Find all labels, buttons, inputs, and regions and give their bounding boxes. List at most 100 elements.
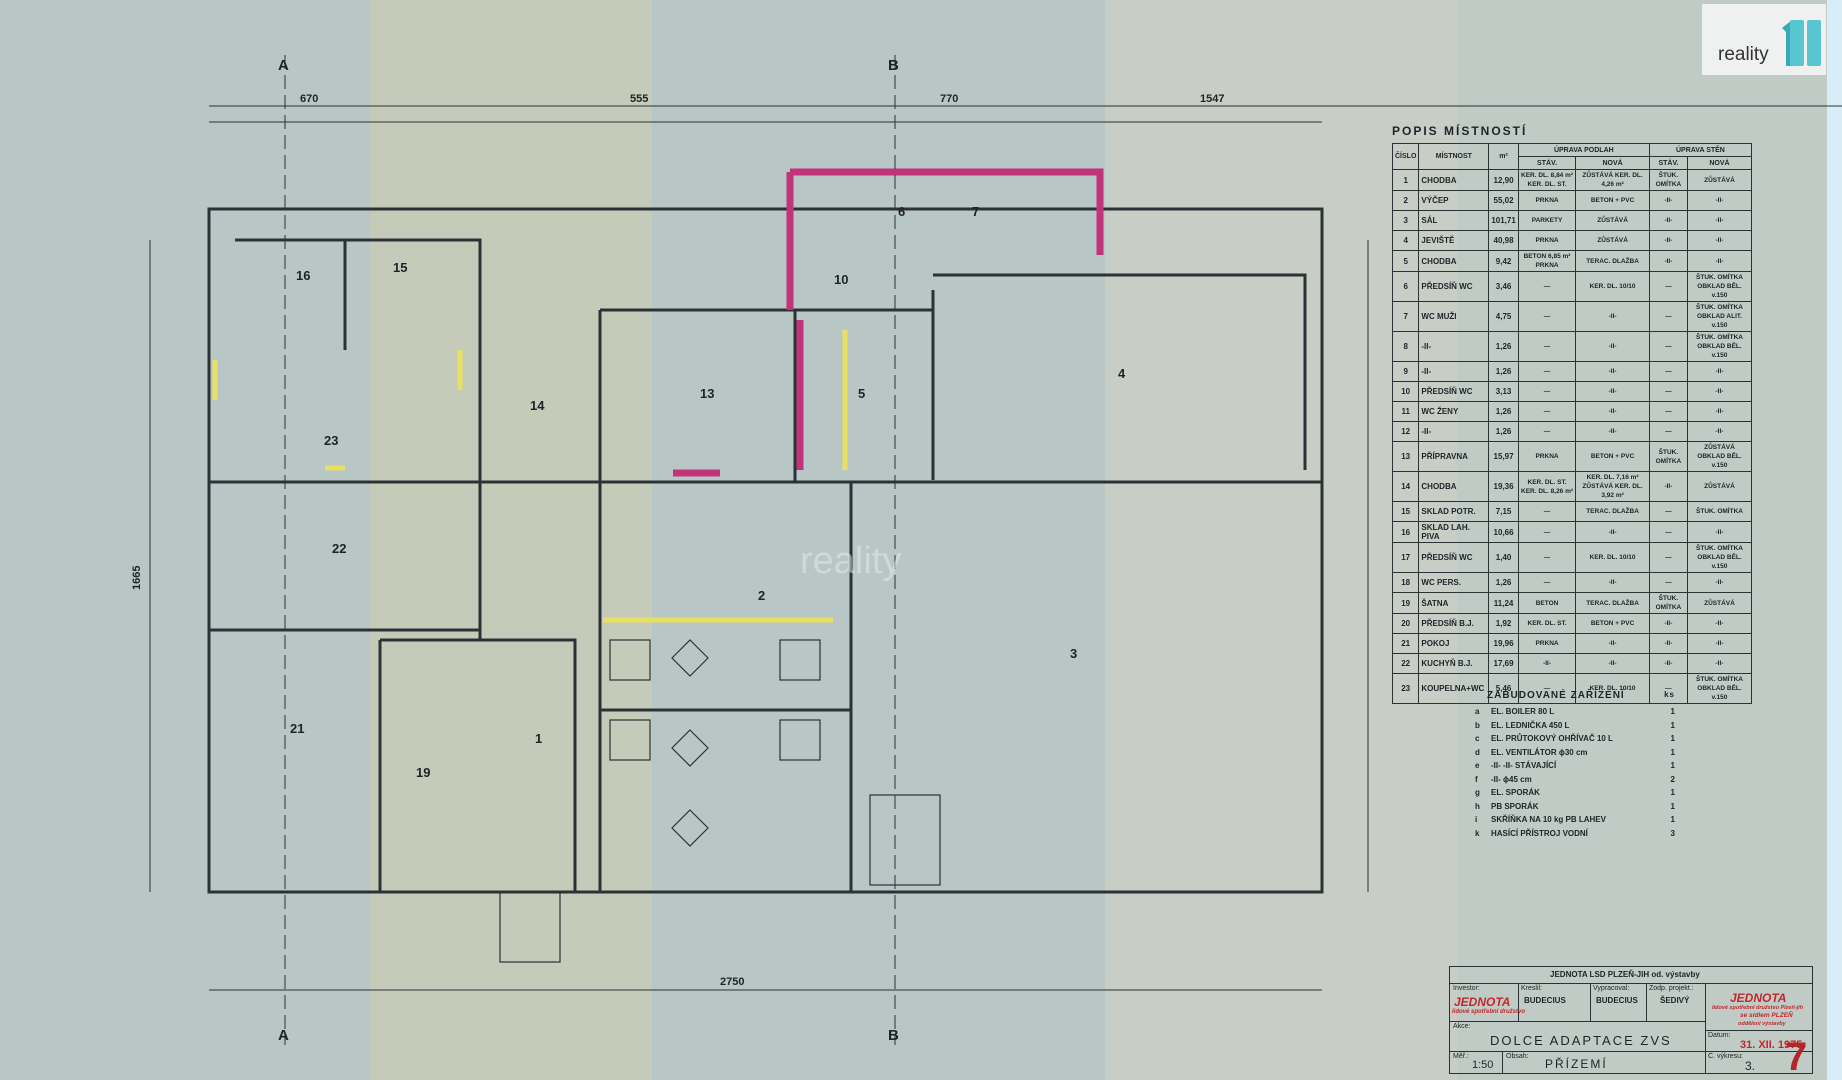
cell-cislo: 23 [1391, 673, 1420, 704]
investor-stamp: JEDNOTA [1454, 995, 1511, 1009]
cell-m2: 5,46 [1488, 673, 1519, 704]
col-sten-nova: NOVÁ [1687, 156, 1752, 170]
cell-cislo: 1 [1391, 169, 1420, 191]
cell-sten-nova: -II- [1687, 361, 1752, 382]
equipment-key: i [1475, 815, 1478, 825]
cell-podlah-nova: -II- [1575, 381, 1650, 402]
cell-cislo: 17 [1391, 542, 1420, 573]
room-number: 4 [1118, 366, 1126, 381]
room-number: 13 [700, 386, 714, 401]
cell-mistnost: VÝČEP [1418, 190, 1490, 211]
cell-sten-stav: — [1648, 331, 1689, 362]
cell-m2: 3,13 [1488, 381, 1519, 402]
equipment-name: EL. VENTILÁTOR ϕ30 cm [1491, 747, 1588, 757]
room-number: 7 [972, 204, 979, 219]
cell-sten-nova: -II- [1687, 572, 1752, 593]
watermark: reality [800, 540, 902, 582]
cell-mistnost: SÁL [1418, 210, 1490, 231]
cell-m2: 1,92 [1488, 613, 1519, 634]
logo-text: reality [1718, 44, 1769, 65]
cell-mistnost: KOUPELNA+WC [1418, 673, 1490, 704]
room-number: 3 [1070, 646, 1077, 661]
meritko-value: 1:50 [1472, 1059, 1494, 1071]
dimension-lines [149, 55, 1842, 1045]
cell-podlah-stav: -II- [1517, 653, 1577, 674]
cell-podlah-stav: PRKNA [1517, 633, 1577, 654]
cell-podlah-nova: BETON + PVC [1575, 190, 1650, 211]
cell-sten-stav: -II- [1648, 471, 1689, 502]
cell-sten-nova: -II- [1687, 421, 1752, 442]
cell-podlah-nova: BETON + PVC [1575, 613, 1650, 634]
equipment-name: EL. SPORÁK [1491, 788, 1540, 798]
vykres-label: Č. výkresu: [1708, 1053, 1744, 1060]
reality-logo[interactable]: reality [1702, 4, 1826, 75]
cell-sten-stav: -II- [1648, 613, 1689, 634]
logo-mark-icon [1782, 20, 1821, 66]
akce-label: Akce: [1453, 1023, 1471, 1030]
title-block-header: JEDNOTA LSD PLZEŇ-JIH od. výstavby [1550, 970, 1700, 979]
col-mistnost: MÍSTNOST [1418, 143, 1490, 170]
cell-sten-nova: ŠTUK. OMÍTKA OBKLAD ALIT. v.150 [1687, 301, 1752, 332]
cell-m2: 9,42 [1488, 250, 1519, 272]
room-number: 10 [834, 272, 848, 287]
cell-mistnost: PŘEDSÍŇ B.J. [1418, 613, 1490, 634]
cell-podlah-nova: TERAC. DLAŽBA [1575, 250, 1650, 272]
cell-mistnost: PŘEDSÍŇ WC [1418, 271, 1490, 302]
cell-cislo: 4 [1391, 230, 1420, 251]
room-number: 21 [290, 721, 304, 736]
cell-podlah-stav: — [1517, 421, 1577, 442]
stamp-line: se sídlem PLZEŇ [1740, 1012, 1793, 1019]
cell-mistnost: CHODBA [1418, 250, 1490, 272]
cell-sten-stav: — [1648, 271, 1689, 302]
cell-mistnost: PŘEDSÍŇ WC [1418, 542, 1490, 573]
equipment-key: k [1475, 828, 1480, 838]
equipment-qty: 1 [1670, 734, 1675, 744]
cell-sten-stav: -II- [1648, 210, 1689, 231]
dim-label: 1665 [131, 566, 143, 590]
cell-podlah-stav: — [1517, 521, 1577, 543]
cell-m2: 55,02 [1488, 190, 1519, 211]
cell-podlah-nova: KER. DL. 10/10 [1575, 271, 1650, 302]
equipment-key: h [1475, 801, 1480, 811]
cell-cislo: 9 [1391, 361, 1420, 382]
section-a-bottom: A [278, 1027, 289, 1044]
stamp-line: oddělení výstavby [1738, 1021, 1786, 1027]
cell-podlah-nova: ZŮSTÁVÁ [1575, 230, 1650, 251]
cell-cislo: 19 [1391, 592, 1420, 614]
vypracoval-value: BUDECIUS [1596, 996, 1638, 1005]
equipment-key: a [1475, 707, 1480, 717]
cell-sten-nova: ZŮSTÁVÁ [1687, 169, 1752, 191]
cell-mistnost: ŠATNA [1418, 592, 1490, 614]
cell-podlah-stav: — [1517, 361, 1577, 382]
investor-label: Investor: [1453, 985, 1480, 992]
dimension-labels: 670 555 770 1547 2750 1665 [131, 93, 1224, 988]
cell-podlah-stav: — [1517, 301, 1577, 332]
cell-m2: 1,26 [1488, 401, 1519, 422]
cell-sten-nova: ŠTUK. OMÍTKA OBKLAD BĚL. v.150 [1687, 331, 1752, 362]
cell-mistnost: CHODBA [1418, 471, 1490, 502]
cell-podlah-stav: PRKNA [1517, 230, 1577, 251]
cell-m2: 4,75 [1488, 301, 1519, 332]
cell-m2: 101,71 [1488, 210, 1519, 231]
dim-label: 2750 [720, 976, 744, 988]
new-openings [212, 330, 848, 623]
equipment-title-text: ZABUDOVANÉ ZAŘÍZENÍ [1487, 690, 1625, 701]
cell-podlah-nova: -II- [1575, 301, 1650, 332]
obsah-label: Obsah: [1506, 1053, 1529, 1060]
equipment-title: ZABUDOVANÉ ZAŘÍZENÍ ks [1487, 690, 1675, 701]
cell-cislo: 11 [1391, 401, 1420, 422]
equipment-key: c [1475, 734, 1480, 744]
cell-podlah-stav: — [1517, 381, 1577, 402]
col-uprava-sten: ÚPRAVA STĚN [1648, 143, 1753, 157]
equipment-name: -II- -II- STÁVAJÍCÍ [1491, 761, 1557, 771]
cell-mistnost: WC PERS. [1418, 572, 1490, 593]
cell-podlah-nova: KER. DL. 10/10 [1575, 673, 1650, 704]
cell-m2: 11,24 [1488, 592, 1519, 614]
cell-podlah-nova: TERAC. DLAŽBA [1575, 592, 1650, 614]
